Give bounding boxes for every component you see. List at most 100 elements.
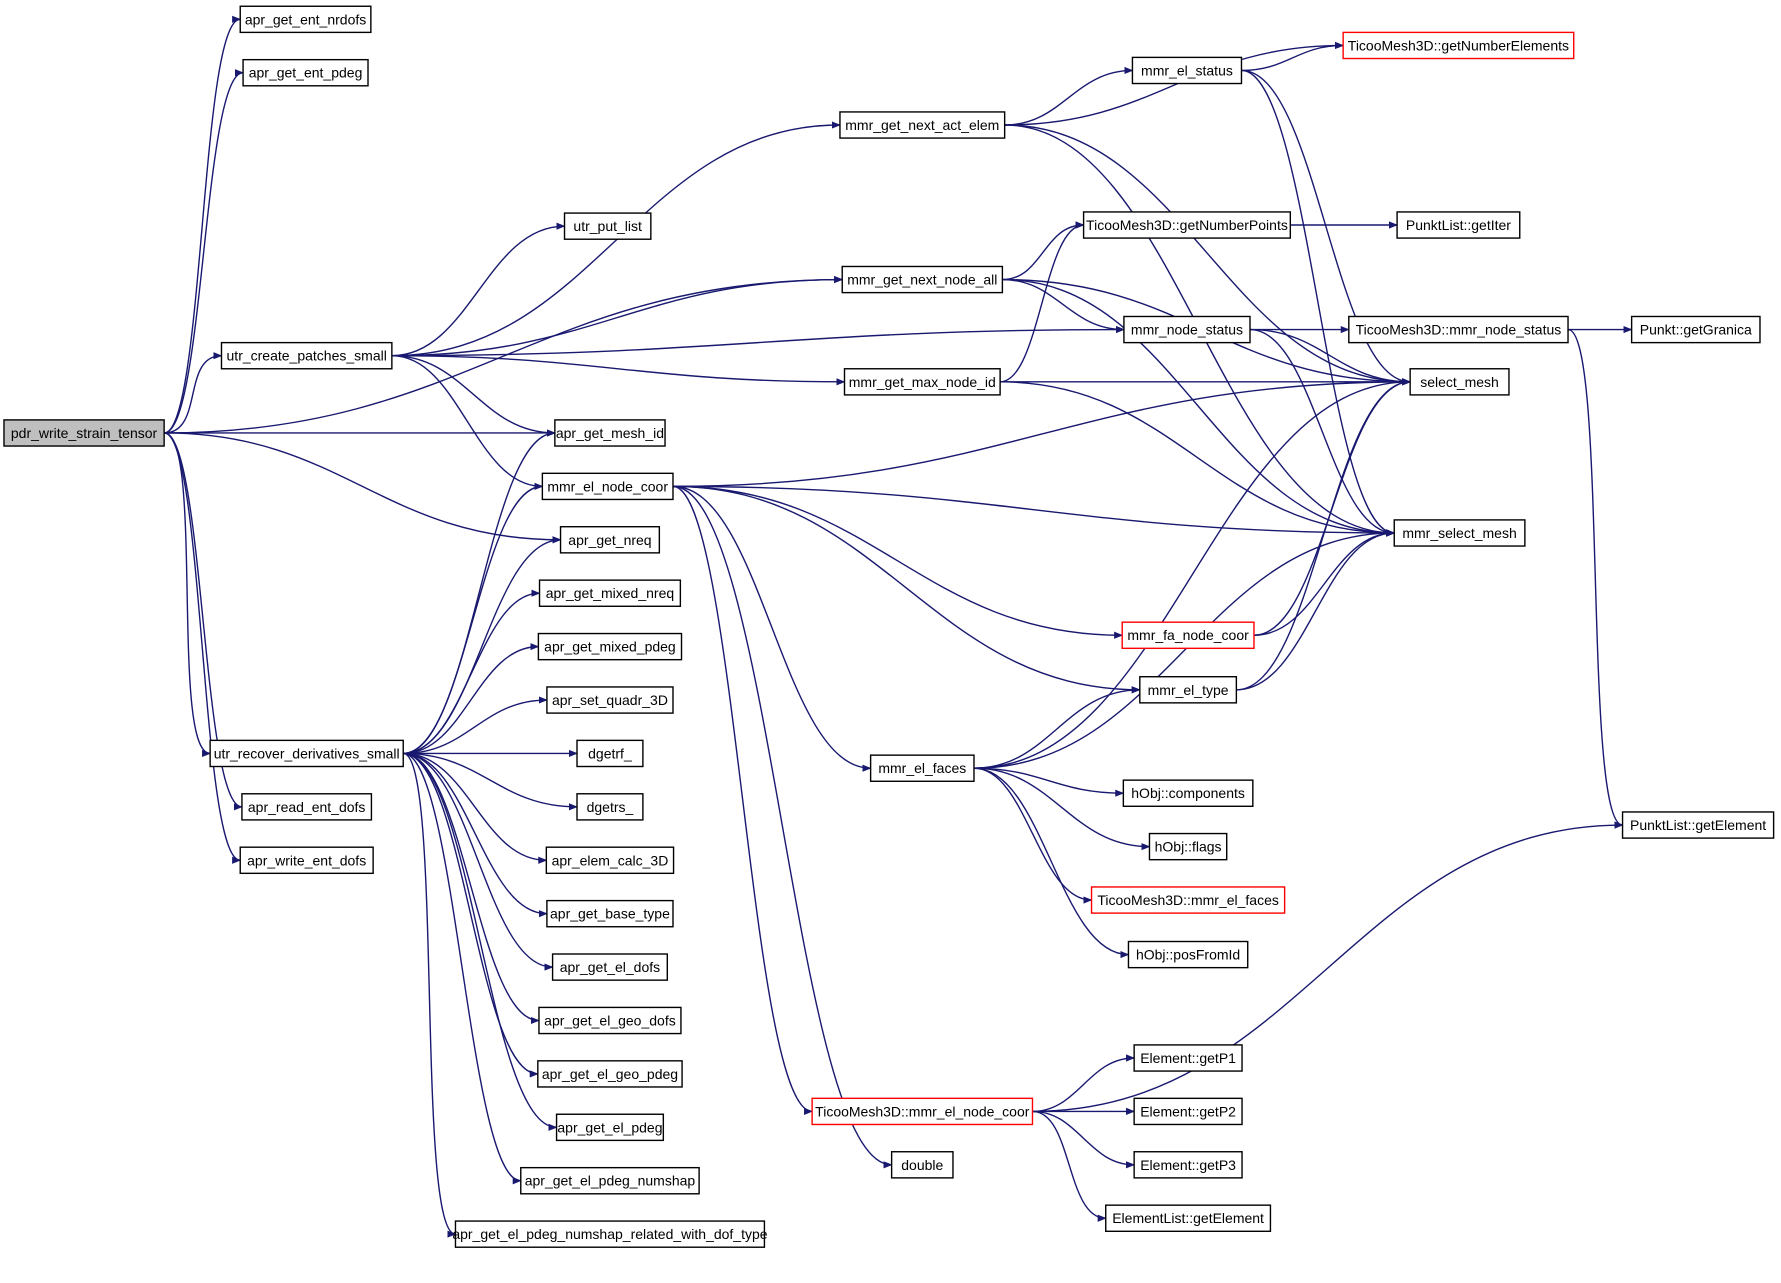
graph-node[interactable]: mmr_el_type xyxy=(1139,676,1238,704)
graph-node[interactable]: dgetrf_ xyxy=(576,739,644,768)
node-box[interactable] xyxy=(1621,811,1775,839)
graph-node[interactable]: mmr_select_mesh xyxy=(1393,519,1526,547)
node-box[interactable] xyxy=(869,754,975,782)
graph-node[interactable]: mmr_fa_node_coor xyxy=(1121,621,1255,650)
graph-node[interactable]: mmr_node_status xyxy=(1123,315,1251,344)
graph-node[interactable]: apr_get_el_pdeg_numshap_related_with_dof… xyxy=(452,1220,768,1248)
node-box[interactable] xyxy=(1148,832,1228,861)
graph-node[interactable]: Element::getP3 xyxy=(1133,1151,1243,1179)
graph-node[interactable]: apr_get_el_geo_dofs xyxy=(538,1006,682,1035)
node-box[interactable] xyxy=(537,632,683,661)
node-box[interactable] xyxy=(1409,368,1510,396)
graph-node[interactable]: PunktList::getIter xyxy=(1396,211,1521,239)
graph-node[interactable]: double xyxy=(890,1151,954,1179)
truncated-node-box[interactable] xyxy=(1090,886,1286,914)
node-box[interactable] xyxy=(843,368,1001,396)
graph-node[interactable]: mmr_get_max_node_id xyxy=(843,368,1001,396)
graph-node[interactable]: Element::getP1 xyxy=(1133,1044,1243,1072)
node-box[interactable] xyxy=(1123,315,1251,344)
graph-node[interactable]: TicooMesh3D::mmr_el_node_coor xyxy=(811,1097,1034,1126)
node-box[interactable] xyxy=(242,58,369,87)
node-box[interactable] xyxy=(545,846,675,875)
graph-node[interactable]: apr_get_base_type xyxy=(546,899,674,928)
truncated-node-box[interactable] xyxy=(1121,621,1255,650)
node-box[interactable] xyxy=(546,686,674,714)
node-box[interactable] xyxy=(1133,1151,1243,1179)
node-box[interactable] xyxy=(841,265,1004,294)
node-box[interactable] xyxy=(1139,676,1238,704)
graph-node[interactable]: apr_elem_calc_3D xyxy=(545,846,675,875)
truncated-node-box[interactable] xyxy=(1342,31,1575,60)
graph-node[interactable]: hObj::components xyxy=(1122,779,1254,807)
graph-node[interactable]: apr_set_quadr_3D xyxy=(546,686,674,714)
graph-node[interactable]: Punkt::getGranica xyxy=(1630,315,1761,344)
node-box[interactable] xyxy=(1127,940,1249,969)
graph-node[interactable]: TicooMesh3D::mmr_node_status xyxy=(1348,315,1569,344)
graph-node[interactable]: apr_get_mesh_id xyxy=(554,419,666,447)
graph-node[interactable]: utr_recover_derivatives_small xyxy=(209,739,404,768)
graph-node[interactable]: apr_get_nreq xyxy=(559,526,661,554)
graph-node[interactable]: mmr_get_next_node_all xyxy=(841,265,1004,294)
graph-node[interactable]: mmr_el_status xyxy=(1131,56,1243,85)
node-box[interactable] xyxy=(554,419,666,447)
node-box[interactable] xyxy=(551,953,669,981)
node-box[interactable] xyxy=(1105,1204,1272,1232)
graph-node[interactable]: Element::getP2 xyxy=(1133,1097,1243,1126)
node-box[interactable] xyxy=(1082,211,1292,239)
graph-node[interactable]: apr_get_el_pdeg xyxy=(555,1113,665,1142)
node-box[interactable] xyxy=(839,111,1006,139)
node-box[interactable] xyxy=(239,846,374,875)
node-box[interactable] xyxy=(555,1113,665,1142)
graph-node[interactable]: apr_get_ent_pdeg xyxy=(242,58,369,87)
graph-node[interactable]: hObj::flags xyxy=(1148,832,1228,861)
node-box[interactable] xyxy=(454,1220,766,1248)
graph-node[interactable]: pdr_write_strain_tensor xyxy=(3,419,165,447)
graph-node[interactable]: apr_read_ent_dofs xyxy=(241,793,373,821)
node-box[interactable] xyxy=(890,1151,954,1179)
graph-node[interactable]: dgetrs_ xyxy=(576,793,644,821)
node-box[interactable] xyxy=(1133,1097,1243,1126)
node-box[interactable] xyxy=(576,793,644,821)
node-box[interactable] xyxy=(1348,315,1569,344)
node-box[interactable] xyxy=(538,579,682,607)
node-box[interactable] xyxy=(1630,315,1761,344)
graph-node[interactable]: mmr_get_next_act_elem xyxy=(839,111,1006,139)
node-box[interactable] xyxy=(537,1060,683,1088)
node-box[interactable] xyxy=(1133,1044,1243,1072)
graph-node[interactable]: mmr_el_node_coor xyxy=(541,472,674,501)
graph-node[interactable]: apr_get_ent_nrdofs xyxy=(239,5,372,34)
node-box[interactable] xyxy=(541,472,674,501)
node-box[interactable] xyxy=(520,1166,700,1195)
graph-node[interactable]: mmr_el_faces xyxy=(869,754,975,782)
node-box[interactable] xyxy=(576,739,644,768)
graph-node[interactable]: apr_write_ent_dofs xyxy=(239,846,374,875)
node-box[interactable] xyxy=(220,341,393,370)
graph-node[interactable]: ElementList::getElement xyxy=(1105,1204,1272,1232)
graph-node[interactable]: apr_get_mixed_nreq xyxy=(538,579,682,607)
node-box[interactable] xyxy=(538,1006,682,1035)
root-node-box[interactable] xyxy=(3,419,165,447)
node-box[interactable] xyxy=(209,739,404,768)
graph-node[interactable]: apr_get_el_geo_pdeg xyxy=(537,1060,683,1088)
node-box[interactable] xyxy=(1393,519,1526,547)
graph-node[interactable]: utr_create_patches_small xyxy=(220,341,393,370)
node-box[interactable] xyxy=(546,899,674,928)
node-box[interactable] xyxy=(1122,779,1254,807)
graph-node[interactable]: PunktList::getElement xyxy=(1621,811,1775,839)
node-box[interactable] xyxy=(241,793,373,821)
graph-node[interactable]: select_mesh xyxy=(1409,368,1510,396)
node-box[interactable] xyxy=(239,5,372,34)
graph-node[interactable]: apr_get_el_pdeg_numshap xyxy=(520,1166,700,1195)
node-box[interactable] xyxy=(563,212,652,240)
node-box[interactable] xyxy=(1396,211,1521,239)
graph-node[interactable]: TicooMesh3D::mmr_el_faces xyxy=(1090,886,1286,914)
graph-node[interactable]: TicooMesh3D::getNumberPoints xyxy=(1082,211,1292,239)
truncated-node-box[interactable] xyxy=(811,1097,1034,1126)
graph-node[interactable]: TicooMesh3D::getNumberElements xyxy=(1342,31,1575,60)
graph-node[interactable]: apr_get_el_dofs xyxy=(551,953,669,981)
node-box[interactable] xyxy=(1131,56,1243,85)
node-box[interactable] xyxy=(559,526,661,554)
graph-node[interactable]: apr_get_mixed_pdeg xyxy=(537,632,683,661)
graph-node[interactable]: hObj::posFromId xyxy=(1127,940,1249,969)
graph-node[interactable]: utr_put_list xyxy=(563,212,652,240)
